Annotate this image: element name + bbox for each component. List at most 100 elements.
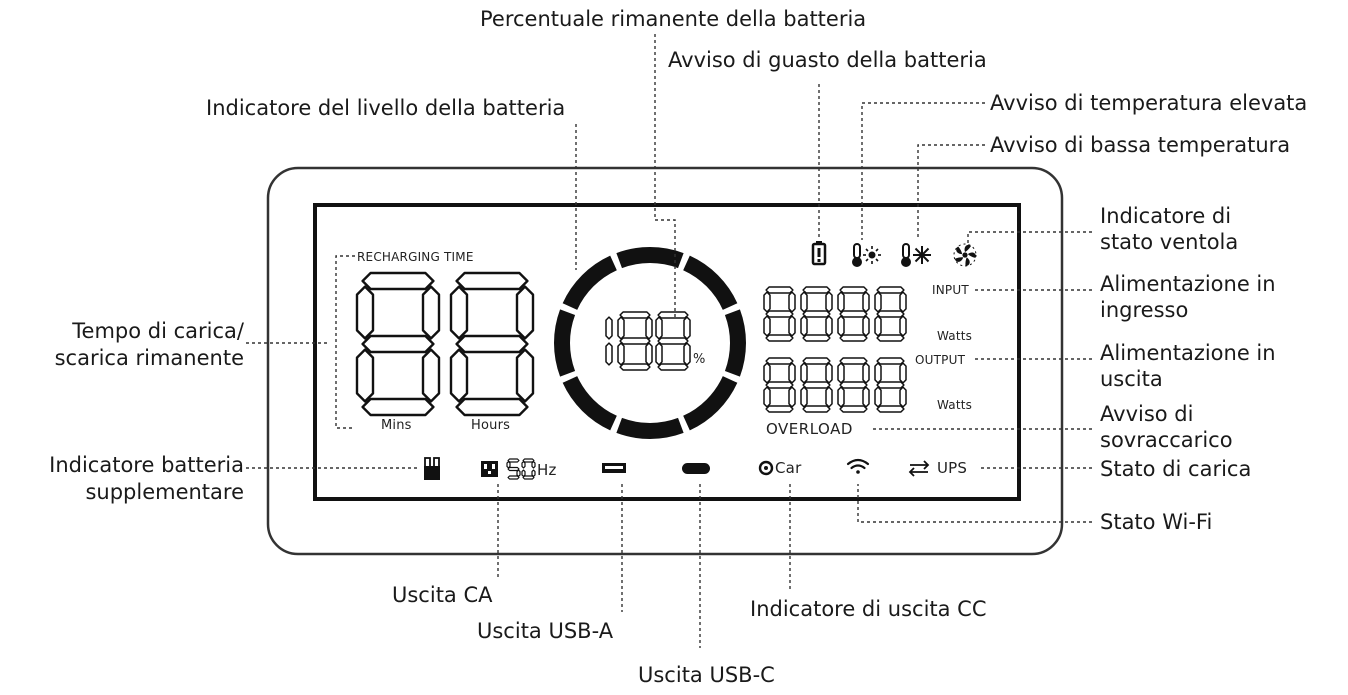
usb-a-icon xyxy=(602,463,626,473)
segment-a xyxy=(765,357,794,365)
segment-e xyxy=(837,386,845,408)
callout-low-temp: Avviso di bassa temperatura xyxy=(990,133,1291,157)
seven-segment-digit xyxy=(521,458,536,480)
segment-a xyxy=(802,286,831,294)
output-watts-digits xyxy=(763,357,907,413)
hz-label: Hz xyxy=(537,461,557,479)
segment-e xyxy=(874,386,882,408)
ring-segment xyxy=(683,255,738,310)
battery-exclamation-icon xyxy=(811,241,827,266)
ac-frequency-digits xyxy=(506,458,536,480)
segment-b xyxy=(899,362,907,384)
seven-segment-digit xyxy=(763,357,796,413)
segment-b xyxy=(788,291,796,313)
segment-d xyxy=(839,334,868,342)
segment-c xyxy=(862,386,870,408)
ring-segment xyxy=(683,376,738,431)
seven-segment-digit xyxy=(605,316,613,366)
segment-f xyxy=(655,316,663,340)
segment-f xyxy=(874,362,882,384)
watts-output-label: Watts xyxy=(937,398,973,412)
segment-e xyxy=(355,348,375,403)
segment-d xyxy=(876,334,905,342)
thermometer-sun-icon xyxy=(852,243,881,267)
lcd-screen xyxy=(313,203,1021,501)
ring-segment xyxy=(562,376,617,431)
segment-g xyxy=(876,310,905,318)
segment-f xyxy=(800,362,808,384)
callout-fan-line1: Indicatore di xyxy=(1100,204,1232,228)
leader-time-bracket xyxy=(335,255,355,429)
car-socket-icon xyxy=(758,460,774,476)
segment-c xyxy=(683,342,691,366)
segment-e xyxy=(837,315,845,337)
percent-sign: % xyxy=(693,352,706,367)
callout-usb-c: Uscita USB-C xyxy=(638,663,775,687)
segment-e xyxy=(449,348,469,403)
callout-usb-a: Uscita USB-A xyxy=(477,619,614,643)
segment-g xyxy=(455,334,529,354)
segment-a xyxy=(455,271,529,291)
callout-charge-state: Stato di carica xyxy=(1100,457,1252,481)
segment-a xyxy=(765,286,794,294)
segment-b xyxy=(825,362,833,384)
overload-label: OVERLOAD xyxy=(766,420,853,438)
leader-high-temp xyxy=(861,102,985,240)
segment-f xyxy=(617,316,625,340)
segment-c xyxy=(899,386,907,408)
segment-g xyxy=(507,466,520,472)
segment-g xyxy=(839,381,868,389)
hours-label: Hours xyxy=(471,418,511,433)
segment-b xyxy=(862,362,870,384)
ups-label: UPS xyxy=(937,459,968,477)
callout-output-line2: uscita xyxy=(1100,367,1163,391)
segment-d xyxy=(522,475,535,480)
segment-g xyxy=(839,310,868,318)
segment-b xyxy=(421,285,441,340)
segment-g xyxy=(619,337,651,345)
segment-a xyxy=(361,271,435,291)
callout-battery-fault: Avviso di guasto della batteria xyxy=(668,48,987,72)
segment-a xyxy=(802,357,831,365)
extra-battery-icon xyxy=(424,457,440,480)
ring-segment xyxy=(562,255,617,310)
time-digits xyxy=(355,271,535,417)
segment-a xyxy=(839,357,868,365)
segment-b xyxy=(825,291,833,313)
segment-b xyxy=(515,285,535,340)
segment-g xyxy=(361,334,435,354)
seven-segment-digit xyxy=(800,357,833,413)
segment-d xyxy=(619,363,651,371)
segment-e xyxy=(617,342,625,366)
recharging-time-label: RECHARGING TIME xyxy=(357,250,474,264)
segment-b xyxy=(531,460,536,469)
ac-outlet-icon xyxy=(481,461,498,477)
callout-high-temp: Avviso di temperatura elevata xyxy=(990,91,1308,115)
seven-segment-digit xyxy=(837,286,870,342)
segment-c xyxy=(862,315,870,337)
ring-segment xyxy=(554,309,576,377)
segment-g xyxy=(765,381,794,389)
watts-input-label: Watts xyxy=(937,329,973,343)
seven-segment-digit xyxy=(763,286,796,342)
segment-e xyxy=(655,342,663,366)
callout-fan-line2: stato ventola xyxy=(1100,230,1239,254)
segment-c xyxy=(645,342,653,366)
ring-segment xyxy=(616,247,684,269)
ring-segment xyxy=(616,417,684,440)
callout-battery-percent: Percentuale rimanente della batteria xyxy=(480,7,867,31)
seven-segment-digit xyxy=(355,271,441,417)
segment-b xyxy=(899,291,907,313)
leader-battery-percent xyxy=(654,34,676,318)
segment-e xyxy=(763,315,771,337)
seven-segment-digit xyxy=(506,458,521,480)
segment-a xyxy=(839,286,868,294)
seven-segment-digit xyxy=(449,271,535,417)
segment-a xyxy=(876,357,905,365)
callout-input-line2: ingresso xyxy=(1100,298,1189,322)
segment-f xyxy=(874,291,882,313)
segment-a xyxy=(876,286,905,294)
callout-input-line1: Alimentazione in xyxy=(1100,272,1276,296)
